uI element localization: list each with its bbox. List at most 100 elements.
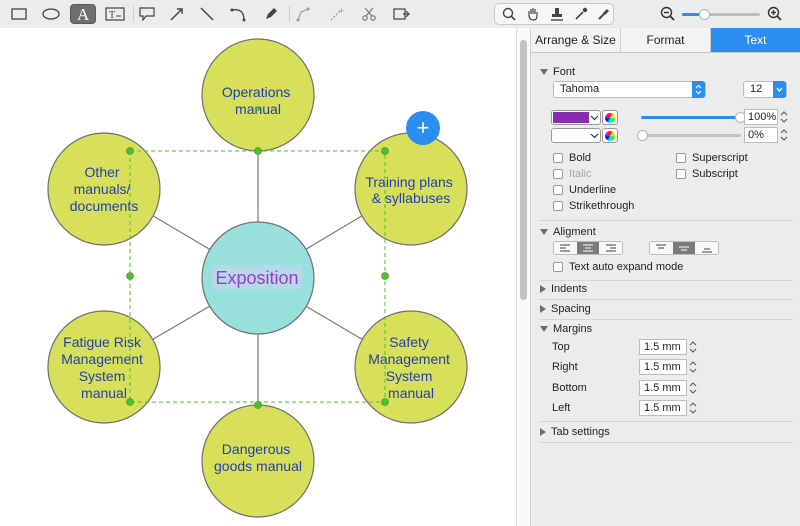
connector-tool-icon[interactable] [290,4,316,24]
disclosure-triangle-icon [540,305,546,313]
opacity-field[interactable]: 100% [744,109,778,125]
font-section-header[interactable]: Font [540,66,575,78]
tab-settings-section-header[interactable]: Tab settings [540,426,610,438]
align-bottom-icon[interactable] [695,242,718,254]
text-color-swatch [553,112,589,123]
subscript-checkbox[interactable]: Subscript [676,168,738,180]
text-selection-highlight [212,265,302,289]
italic-checkbox[interactable]: Italic [553,168,592,180]
align-left-icon[interactable] [554,242,577,254]
insert-tool-icon[interactable] [388,4,414,24]
selection-handle[interactable] [381,147,389,155]
callout-tool-icon[interactable] [134,4,160,24]
bold-checkbox[interactable]: Bold [553,152,591,164]
zoom-out-icon[interactable] [660,6,676,22]
svg-text:T: T [109,10,115,21]
superscript-checkbox[interactable]: Superscript [676,152,748,164]
selection-handle[interactable] [254,147,262,155]
checkbox-box [553,169,563,179]
smart-connector-tool-icon[interactable]: + [324,4,350,24]
margin-bottom-field[interactable]: 1.5 mm [639,380,687,396]
disclosure-triangle-icon [540,285,546,293]
highlight-opacity-slider[interactable] [637,130,741,141]
spacing-section-header[interactable]: Spacing [540,303,591,315]
scissors-tool-icon[interactable] [356,4,382,24]
align-center-icon[interactable] [576,242,600,254]
text-color-well[interactable] [551,110,601,125]
underline-checkbox[interactable]: Underline [553,184,616,196]
zoom-slider[interactable] [682,9,760,20]
arrow-tool-icon[interactable] [164,4,190,24]
align-middle-icon[interactable] [672,242,696,254]
canvas-vertical-scrollbar[interactable] [516,28,530,526]
opacity-slider[interactable] [641,112,746,123]
margin-top-field[interactable]: 1.5 mm [639,339,687,355]
svg-text:A: A [77,6,90,22]
opacity-stepper-icon[interactable] [780,109,788,125]
zoom-tool-icon[interactable] [496,4,522,24]
checkbox-box [553,262,563,272]
margin-right-label: Right [552,361,578,373]
margin-bottom-stepper-icon[interactable] [689,380,697,396]
selection-handle[interactable] [126,272,134,280]
tab-arrange-size[interactable]: Arrange & Size [531,28,621,52]
color-wheel-icon[interactable] [602,110,618,125]
font-family-chevron-icon [692,81,705,98]
pen-tool-icon[interactable] [258,4,284,24]
disclosure-triangle-icon [540,229,548,235]
node-circle[interactable] [47,132,161,246]
margins-section-header[interactable]: Margins [540,323,592,335]
eyedropper-tool-icon[interactable] [568,4,594,24]
format-painter-tool-icon[interactable] [590,4,616,24]
text-tool-icon[interactable]: A [70,4,96,24]
align-top-icon[interactable] [650,242,673,254]
pan-tool-icon[interactable] [520,4,546,24]
tab-text[interactable]: Text [711,28,800,52]
selection-handle[interactable] [254,401,262,409]
margin-top-stepper-icon[interactable] [689,339,697,355]
text-auto-expand-checkbox[interactable]: Text auto expand mode [553,261,683,273]
divider [539,280,793,281]
line-tool-icon[interactable] [194,4,220,24]
node-label-training-plans: Training plans & syllabuses [365,174,456,206]
node-label-safety-management: Safety Management System manual [368,334,454,401]
node-circle[interactable] [354,310,468,424]
color-wheel-icon[interactable] [602,128,618,143]
margin-left-stepper-icon[interactable] [689,400,697,416]
center-node-label[interactable]: Exposition [215,268,298,288]
font-size-select[interactable]: 12 [743,81,787,98]
arc-tool-icon[interactable] [226,4,252,24]
checkbox-box [676,169,686,179]
margin-right-field[interactable]: 1.5 mm [639,359,687,375]
font-family-select[interactable]: Tahoma [553,81,706,98]
alignment-section-header[interactable]: Aligment [540,226,596,238]
scrollbar-thumb[interactable] [520,40,527,300]
margin-right-stepper-icon[interactable] [689,359,697,375]
tab-format[interactable]: Format [621,28,711,52]
strikethrough-checkbox[interactable]: Strikethrough [553,200,634,212]
selection-handle[interactable] [381,398,389,406]
node-circle[interactable] [47,310,161,424]
add-node-button[interactable] [406,111,440,145]
rectangle-tool-icon[interactable] [6,4,32,24]
highlight-opacity-slider-knob[interactable] [637,130,648,141]
align-right-icon[interactable] [599,242,622,254]
plus-icon[interactable]: + [417,115,430,140]
divider [539,421,793,422]
selection-handle[interactable] [381,272,389,280]
text-box-tool-icon[interactable]: T [102,4,128,24]
highlight-color-well[interactable] [551,128,601,143]
divider [539,319,793,320]
indents-section-header[interactable]: Indents [540,283,587,295]
stamp-tool-icon[interactable] [544,4,570,24]
zoom-slider-knob[interactable] [699,9,710,20]
drawing-canvas[interactable]: Operations manual Training plans & sylla… [0,28,516,526]
highlight-opacity-field[interactable]: 0% [744,127,778,143]
margin-left-field[interactable]: 1.5 mm [639,400,687,416]
chevron-down-icon [590,115,599,121]
selection-handle[interactable] [126,147,134,155]
selection-handle[interactable] [126,398,134,406]
zoom-in-icon[interactable] [767,6,783,22]
highlight-opacity-stepper-icon[interactable] [780,127,788,143]
ellipse-tool-icon[interactable] [38,4,64,24]
